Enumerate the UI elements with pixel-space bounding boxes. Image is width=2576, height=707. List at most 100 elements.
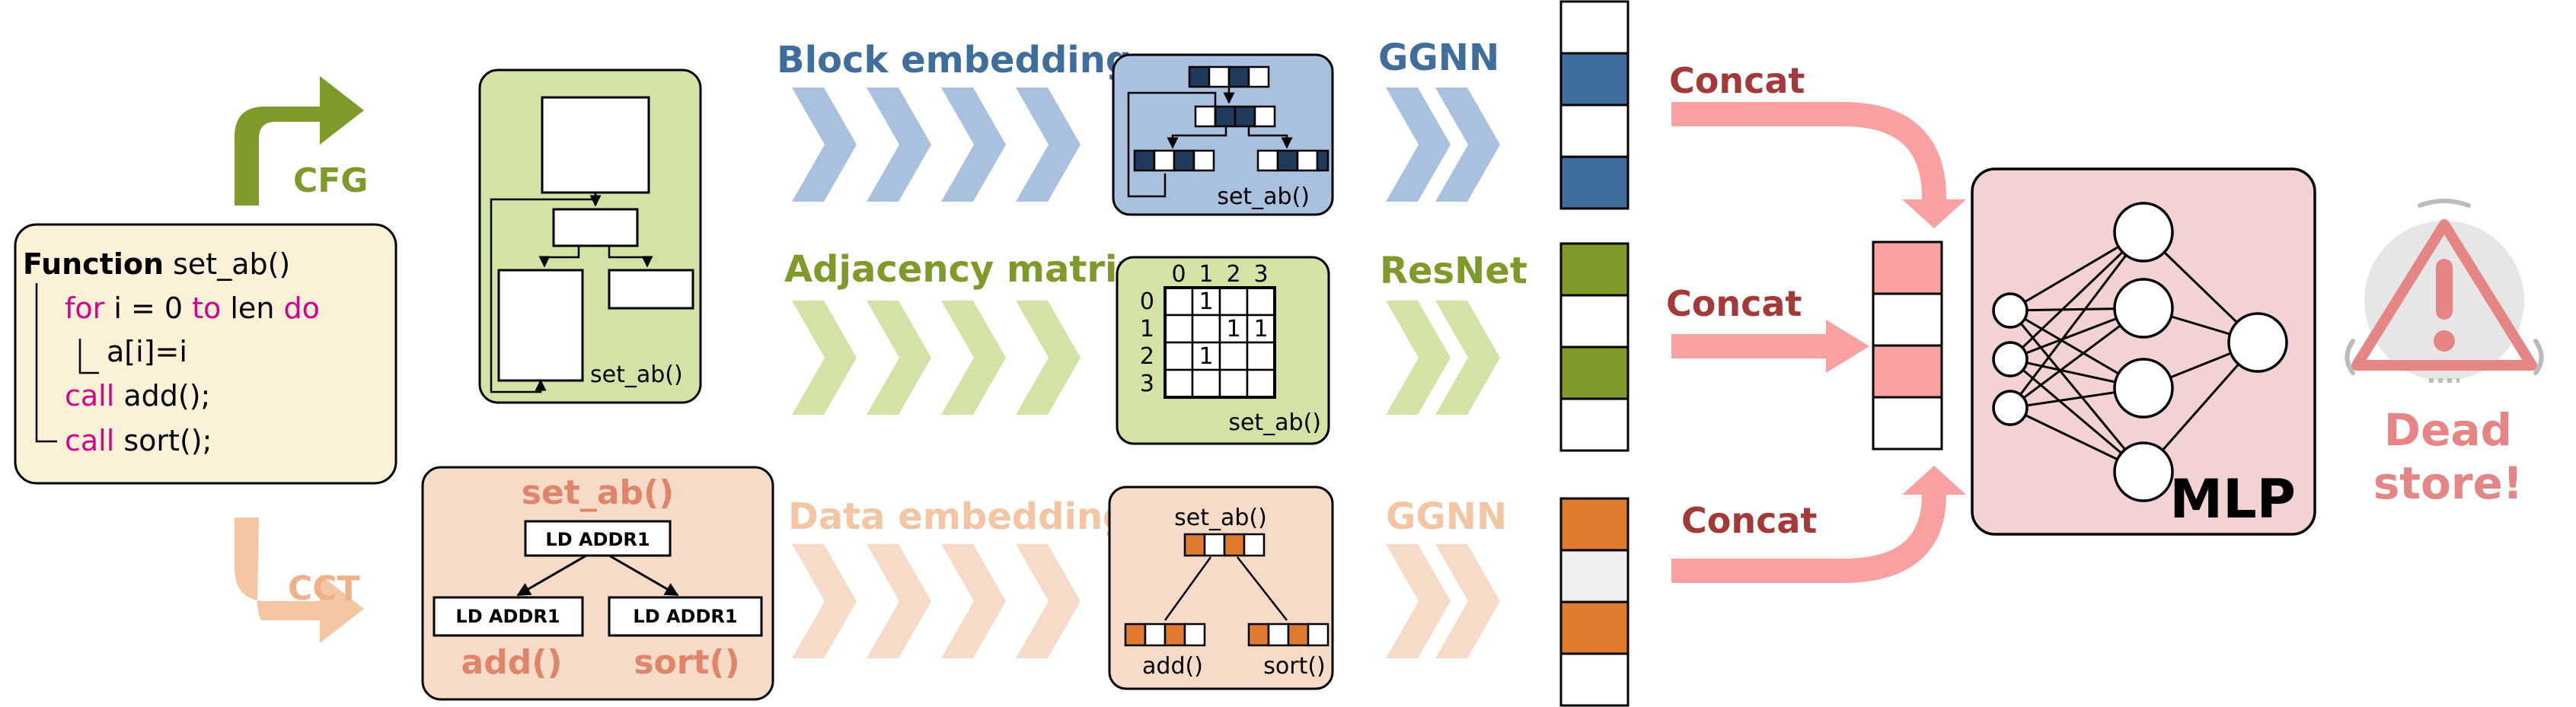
adjacency-row-header: 1 [1140, 316, 1154, 342]
code-function-keyword: Function [23, 247, 164, 281]
adjacency-cell-value: 1 [1199, 288, 1213, 315]
code-function-name: set_ab() [164, 247, 290, 281]
block-vector-cell-1 [1559, 0, 1630, 55]
data-embedding-node-root [1183, 533, 1266, 557]
adjacency-vector-cell-3 [1559, 346, 1630, 400]
data-chevron-3 [941, 544, 1006, 658]
adjacency-col-header: 1 [1199, 261, 1213, 288]
adjacency-cell [1218, 341, 1249, 371]
adjacency-chevron-2 [867, 301, 931, 415]
data-embedding-title: Data embedding [788, 495, 1128, 538]
mlp-hidden-neuron [2113, 441, 2174, 502]
adjacency-cell [1246, 286, 1276, 317]
cfg-block-3 [497, 269, 584, 382]
cfg-block-4 [608, 269, 694, 310]
block-embedding-node-left [1133, 149, 1215, 172]
ggnn-top-chevron-2 [1435, 88, 1500, 202]
data-vector-cell-4 [1559, 652, 1630, 707]
adjacency-col-header: 2 [1226, 261, 1240, 288]
adjacency-vector-cell-2 [1559, 294, 1630, 349]
adjacency-cell [1246, 368, 1276, 399]
adjacency-feature-vector [1559, 242, 1630, 452]
cfg-branch-arrow: CFG [235, 76, 368, 205]
svg-text:for i = 0 to len do: for i = 0 to len do [65, 291, 320, 325]
mlp-edge [2009, 231, 2145, 361]
adjacency-col-header: 3 [1253, 261, 1268, 288]
mlp-output-neuron [2227, 312, 2288, 373]
resnet-chevron-2 [1435, 301, 1500, 415]
ggnn-top-chevron-1 [1386, 88, 1451, 202]
concat-arrow-bottom [1671, 466, 1966, 583]
adjacency-matrix-chevrons [792, 301, 1081, 415]
data-embedding-root-label: set_ab() [1174, 505, 1267, 531]
data-embedding-sort-label: sort() [1263, 653, 1326, 680]
code-loop-range: i = 0 [104, 291, 192, 325]
adjacency-cell-value: 1 [1199, 343, 1213, 370]
result-line-1: Dead [2384, 404, 2512, 456]
block-embedding-box: set_ab() [1112, 53, 1334, 216]
ggnn-top-chevrons [1386, 88, 1500, 202]
data-vector-cell-2 [1559, 549, 1630, 603]
block-vector-cell-2 [1559, 52, 1630, 107]
adjacency-vector-cell-4 [1559, 397, 1630, 452]
code-for-keyword: for [65, 291, 105, 325]
code-do-keyword: do [283, 291, 319, 325]
code-call-add: add(); [114, 379, 210, 412]
concat-arrow-top [1671, 102, 1966, 228]
adjacency-vector-cell-1 [1559, 242, 1630, 297]
warning-icon [2345, 199, 2544, 383]
adjacency-matrix-function-label: set_ab() [1228, 409, 1321, 436]
cct-branch-arrow: CCT [235, 518, 364, 643]
adjacency-chevron-1 [792, 301, 857, 415]
mlp-input-neuron [1992, 341, 2029, 377]
svg-text:call add();: call add(); [65, 379, 210, 412]
adjacency-cell [1191, 341, 1221, 371]
resnet-chevrons [1386, 301, 1500, 415]
adjacency-cell [1218, 314, 1249, 344]
concat-label-mid: Concat [1666, 283, 1802, 324]
data-embedding-chevrons [792, 544, 1081, 658]
adjacency-cell-value: 1 [1253, 316, 1268, 342]
adjacency-cell [1218, 368, 1249, 399]
code-len: len [221, 291, 283, 325]
mlp-edge [2009, 231, 2145, 409]
data-vector-cell-3 [1559, 600, 1630, 655]
adjacency-row-header: 3 [1140, 371, 1154, 397]
code-to-keyword: to [192, 291, 221, 325]
block-chevron-1 [792, 88, 857, 202]
code-call-sort: sort(); [114, 424, 212, 457]
cct-left-node [433, 596, 584, 637]
block-chevron-3 [941, 88, 1006, 202]
data-embedding-node-left [1124, 623, 1206, 647]
code-indent-guide [35, 283, 57, 443]
cfg-block-2 [552, 208, 639, 247]
source-code-box: Function set_ab() for i = 0 to len do a[… [14, 223, 397, 485]
svg-text:Function set_ab(): Function set_ab() [23, 247, 290, 281]
block-embedding-node-mid [1194, 105, 1276, 128]
concat-vector-cell-2 [1872, 292, 1943, 347]
adjacency-chevron-4 [1016, 301, 1081, 415]
concat-vector-cell-3 [1872, 344, 1943, 399]
resnet-label: ResNet [1380, 250, 1527, 292]
cfg-box: set_ab() [478, 68, 702, 404]
cct-right-node [608, 596, 763, 637]
block-chevron-4 [1016, 88, 1081, 202]
block-vector-cell-3 [1559, 104, 1630, 158]
cct-title: set_ab() [522, 473, 674, 512]
adjacency-cell [1246, 341, 1276, 371]
ggnn-bottom-chevron-1 [1386, 544, 1451, 658]
block-embedding-title: Block embedding [777, 39, 1132, 81]
mlp-hidden-neuron [2113, 358, 2174, 419]
block-embedding-function-label: set_ab() [1217, 183, 1310, 210]
cct-sort-label: sort() [634, 643, 739, 682]
ggnn-bottom-chevron-2 [1435, 544, 1500, 658]
cct-label: CCT [288, 569, 360, 608]
block-embedding-node-top [1188, 65, 1270, 88]
mlp-input-neuron [1992, 292, 2029, 329]
adjacency-row-header: 2 [1140, 343, 1154, 370]
cfg-block-1 [541, 96, 650, 194]
data-feature-vector [1559, 497, 1630, 707]
ggnn-bottom-label: GGNN [1386, 495, 1507, 538]
